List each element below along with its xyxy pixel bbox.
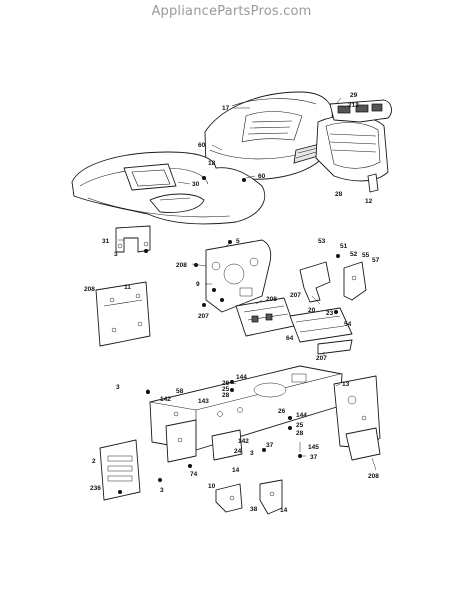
hood-bracket-part[interactable] <box>367 173 379 193</box>
shift-bracket-part[interactable] <box>343 261 367 301</box>
callout: 54 <box>344 321 352 328</box>
callout: 18 <box>208 160 216 167</box>
callout: 37 <box>310 454 318 461</box>
callout: 208 <box>176 262 187 269</box>
watermark-text: AppliancePartsPros.com <box>151 4 312 19</box>
callout: 25 <box>222 386 230 393</box>
left-side-plate-part[interactable] <box>95 281 151 347</box>
callout: 26 <box>222 380 230 387</box>
headlight-bracket-part[interactable] <box>329 99 392 123</box>
callout: 28 <box>296 430 304 437</box>
main-frame-part[interactable] <box>149 365 343 451</box>
callout: 145 <box>308 444 319 451</box>
callout: 24 <box>234 448 242 455</box>
callout: 14 <box>232 467 240 474</box>
pedal-bracket-part[interactable] <box>299 261 331 303</box>
callout: 12 <box>365 198 373 205</box>
callout: 28 <box>222 392 230 399</box>
callout: 2 <box>92 458 96 465</box>
callout: 5 <box>236 238 240 245</box>
dash-panel-part[interactable] <box>205 239 272 313</box>
callout: 37 <box>266 442 274 449</box>
callout: 64 <box>286 335 294 342</box>
callout: 13 <box>342 381 350 388</box>
callout: 51 <box>340 243 348 250</box>
callout: 31 <box>102 238 110 245</box>
fender-part[interactable] <box>71 151 266 225</box>
lower-plate-part[interactable] <box>317 339 353 355</box>
right-side-plate-part[interactable] <box>333 375 381 461</box>
callout: 207 <box>316 355 327 362</box>
callout: 142 <box>238 438 249 445</box>
callout: 20 <box>308 307 316 314</box>
callout: 60 <box>258 173 266 180</box>
callout: 60 <box>198 142 206 149</box>
callout: 144 <box>236 374 247 381</box>
callout: 26 <box>278 408 286 415</box>
callout: 143 <box>198 398 209 405</box>
callout: 28 <box>335 191 343 198</box>
callout: 29 <box>350 92 358 99</box>
axle-bracket-right-part[interactable] <box>211 429 243 461</box>
callout: 11 <box>124 284 131 291</box>
footrest-plate-part[interactable] <box>289 307 353 343</box>
callout: 142 <box>160 396 171 403</box>
callout: 9 <box>196 281 200 288</box>
callout: 30 <box>192 181 200 188</box>
callout: 3 <box>114 251 118 258</box>
rear-bracket-part[interactable] <box>115 225 151 253</box>
callout: 23 <box>326 310 334 317</box>
callout: 38 <box>250 506 258 513</box>
callout: 57 <box>372 257 380 264</box>
grille-part[interactable] <box>315 115 389 182</box>
callout: 17 <box>222 105 230 112</box>
callout: 236 <box>90 485 101 492</box>
callout: 3 <box>160 487 164 494</box>
lift-bracket-right-part[interactable] <box>259 479 283 515</box>
callout-labels: 29 212 17 60 18 30 60 28 12 31 3 5 208 9… <box>84 92 380 514</box>
callout: 3 <box>116 384 120 391</box>
axle-bracket-part[interactable] <box>165 419 197 463</box>
callout: 208 <box>368 473 379 480</box>
callout-leaders <box>118 97 377 471</box>
callout: 144 <box>296 412 307 419</box>
callout: 212 <box>348 102 359 109</box>
callout: 25 <box>296 422 304 429</box>
callout: 207 <box>198 313 209 320</box>
callout: 207 <box>290 292 301 299</box>
callout: 58 <box>176 388 184 395</box>
front-bumper-plate-part[interactable] <box>99 439 141 501</box>
callout: 74 <box>190 471 198 478</box>
console-part[interactable] <box>235 297 295 337</box>
callout: 3 <box>250 450 254 457</box>
callout: 3 <box>146 389 150 396</box>
callout: 208 <box>84 286 95 293</box>
lift-bracket-part[interactable] <box>215 483 243 513</box>
callout: 208 <box>266 296 277 303</box>
hood-part[interactable] <box>204 91 333 180</box>
callout: 55 <box>362 252 370 259</box>
callout: 53 <box>318 238 326 245</box>
callout: 14 <box>280 507 288 514</box>
callout: 10 <box>208 483 216 490</box>
callout: 52 <box>350 251 358 258</box>
